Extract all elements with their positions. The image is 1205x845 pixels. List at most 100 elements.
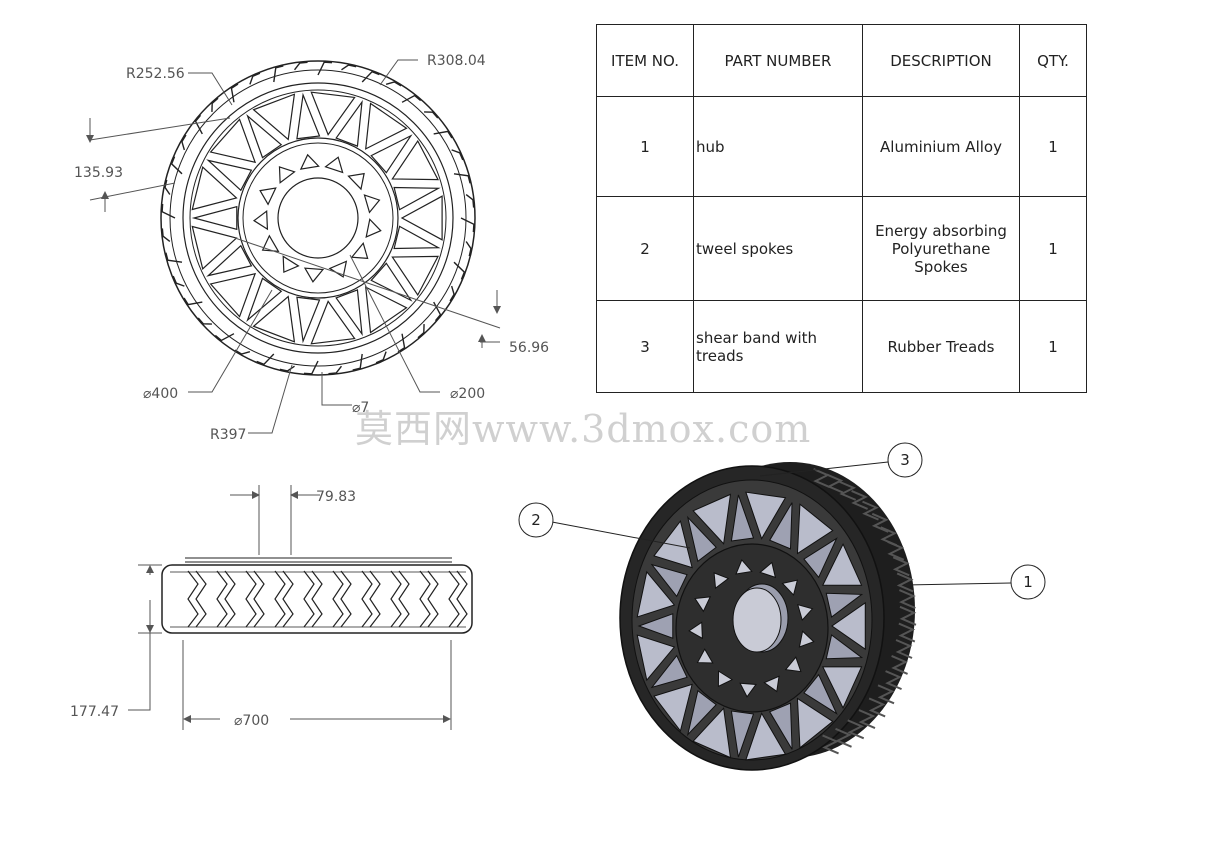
watermark: 莫西网www.3dmox.com [355,407,812,451]
spoke-inner [296,92,321,140]
iso-spoke [636,570,676,618]
hub-hole [350,241,369,260]
spoke-outer [365,102,408,150]
iso-hub-hole [688,621,703,640]
iso-spoke [692,493,732,545]
hub-hole [365,218,382,238]
tread-chevron [245,570,257,628]
bom-table: ITEM NO. PART NUMBER DESCRIPTION QTY. 1 … [596,24,1087,393]
hub-hole [261,234,280,253]
table-row: 2 tweel spokes Energy absorbing Polyuret… [596,196,1087,301]
dim-d400: ⌀400 [143,386,178,402]
iso-spoke [653,683,693,733]
iso-spoke [636,634,676,682]
iso-spoke [730,710,755,758]
bom-header-description: DESCRIPTION [862,24,1020,97]
dim-d-hidden: ⌀7 [352,400,369,416]
dim-56-96: 56.96 [509,340,549,356]
tread-chevron [419,570,431,628]
balloons [518,442,1046,600]
tread-mark [172,275,185,287]
tread-chevron [390,570,402,628]
front-dimensions [86,59,501,434]
tread-mark [317,61,333,76]
iso-tread [887,540,905,561]
tread-mark [164,179,171,195]
bom-description: Aluminium Alloy [862,96,1020,197]
iso-spoke [822,542,863,586]
iso-tread [899,589,916,609]
hub-hole [278,166,296,184]
iso-spoke [768,702,793,750]
iso-tread [858,709,876,730]
iso-tread [868,697,886,718]
tread-mark [352,353,363,371]
iso-tread [847,719,865,740]
bom-qty: 1 [1019,96,1087,197]
hub-hole [347,172,365,191]
dim-d700: ⌀700 [234,713,269,729]
iso-hub-hole [798,630,815,648]
iso-spoke [637,613,674,639]
iso-spoke [745,712,787,761]
dim-r-outer: R308.04 [427,53,486,69]
tread-mark [449,285,455,302]
spoke-outer [252,93,296,141]
tread-chevron [427,570,439,628]
dim-r-inner: R252.56 [126,66,185,82]
iso-hub-hole [713,572,730,590]
spoke-outer [191,165,238,211]
tread-mark [465,241,472,257]
bom-part: tweel spokes [693,196,863,301]
tread-mark [211,97,219,112]
bom-qty: 1 [1019,300,1087,393]
tread-mark [197,317,212,325]
iso-spoke [768,502,793,550]
spoke-outer [310,91,356,136]
tread-mark [273,65,284,83]
tread-mark [161,203,176,219]
tread-chevron [224,570,236,628]
bom-qty: 1 [1019,196,1087,301]
tread-mark [375,351,387,364]
balloon-1: 1 [1023,573,1033,591]
iso-hub-hole [784,656,802,673]
hub-hole [363,194,381,214]
tread-chevron [187,570,199,628]
iso-tread [826,473,844,494]
tread-mark [341,64,357,71]
tread-mark [433,130,453,139]
balloon-2: 2 [531,511,541,529]
tread-mark [230,83,239,103]
spoke-inner [206,159,253,192]
spoke-inner [370,262,413,302]
tread-mark [183,297,203,306]
tread-mark [194,114,203,135]
spoke-inner [296,296,321,344]
tread-chevron [456,570,468,628]
spoke-inner [246,277,283,322]
hub-hole [282,255,300,274]
bom-header-qty: QTY. [1019,24,1087,97]
tread-mark [170,156,183,175]
tread-mark [385,81,402,87]
hub-hole [299,153,320,170]
iso-tread [835,727,852,748]
iso-hub-hole [739,682,757,698]
tread-mark [293,61,308,71]
tread-mark [303,360,319,375]
bom-header-row: ITEM NO. PART NUMBER DESCRIPTION QTY. [596,24,1087,97]
dim-r397: R397 [210,427,246,443]
tread-chevron [274,570,286,628]
iso-spoke [730,494,755,542]
spoke-outer [365,286,408,334]
iso-spoke [650,654,688,689]
tread-chevron [253,570,265,628]
bom-header-part: PART NUMBER [693,24,863,97]
iso-hub-hole [763,675,780,693]
iso-hub-hole [694,596,712,613]
spoke-inner [246,114,283,159]
spoke-inner [393,225,441,250]
tread-chevron [303,570,315,628]
hub-hole [253,209,269,231]
